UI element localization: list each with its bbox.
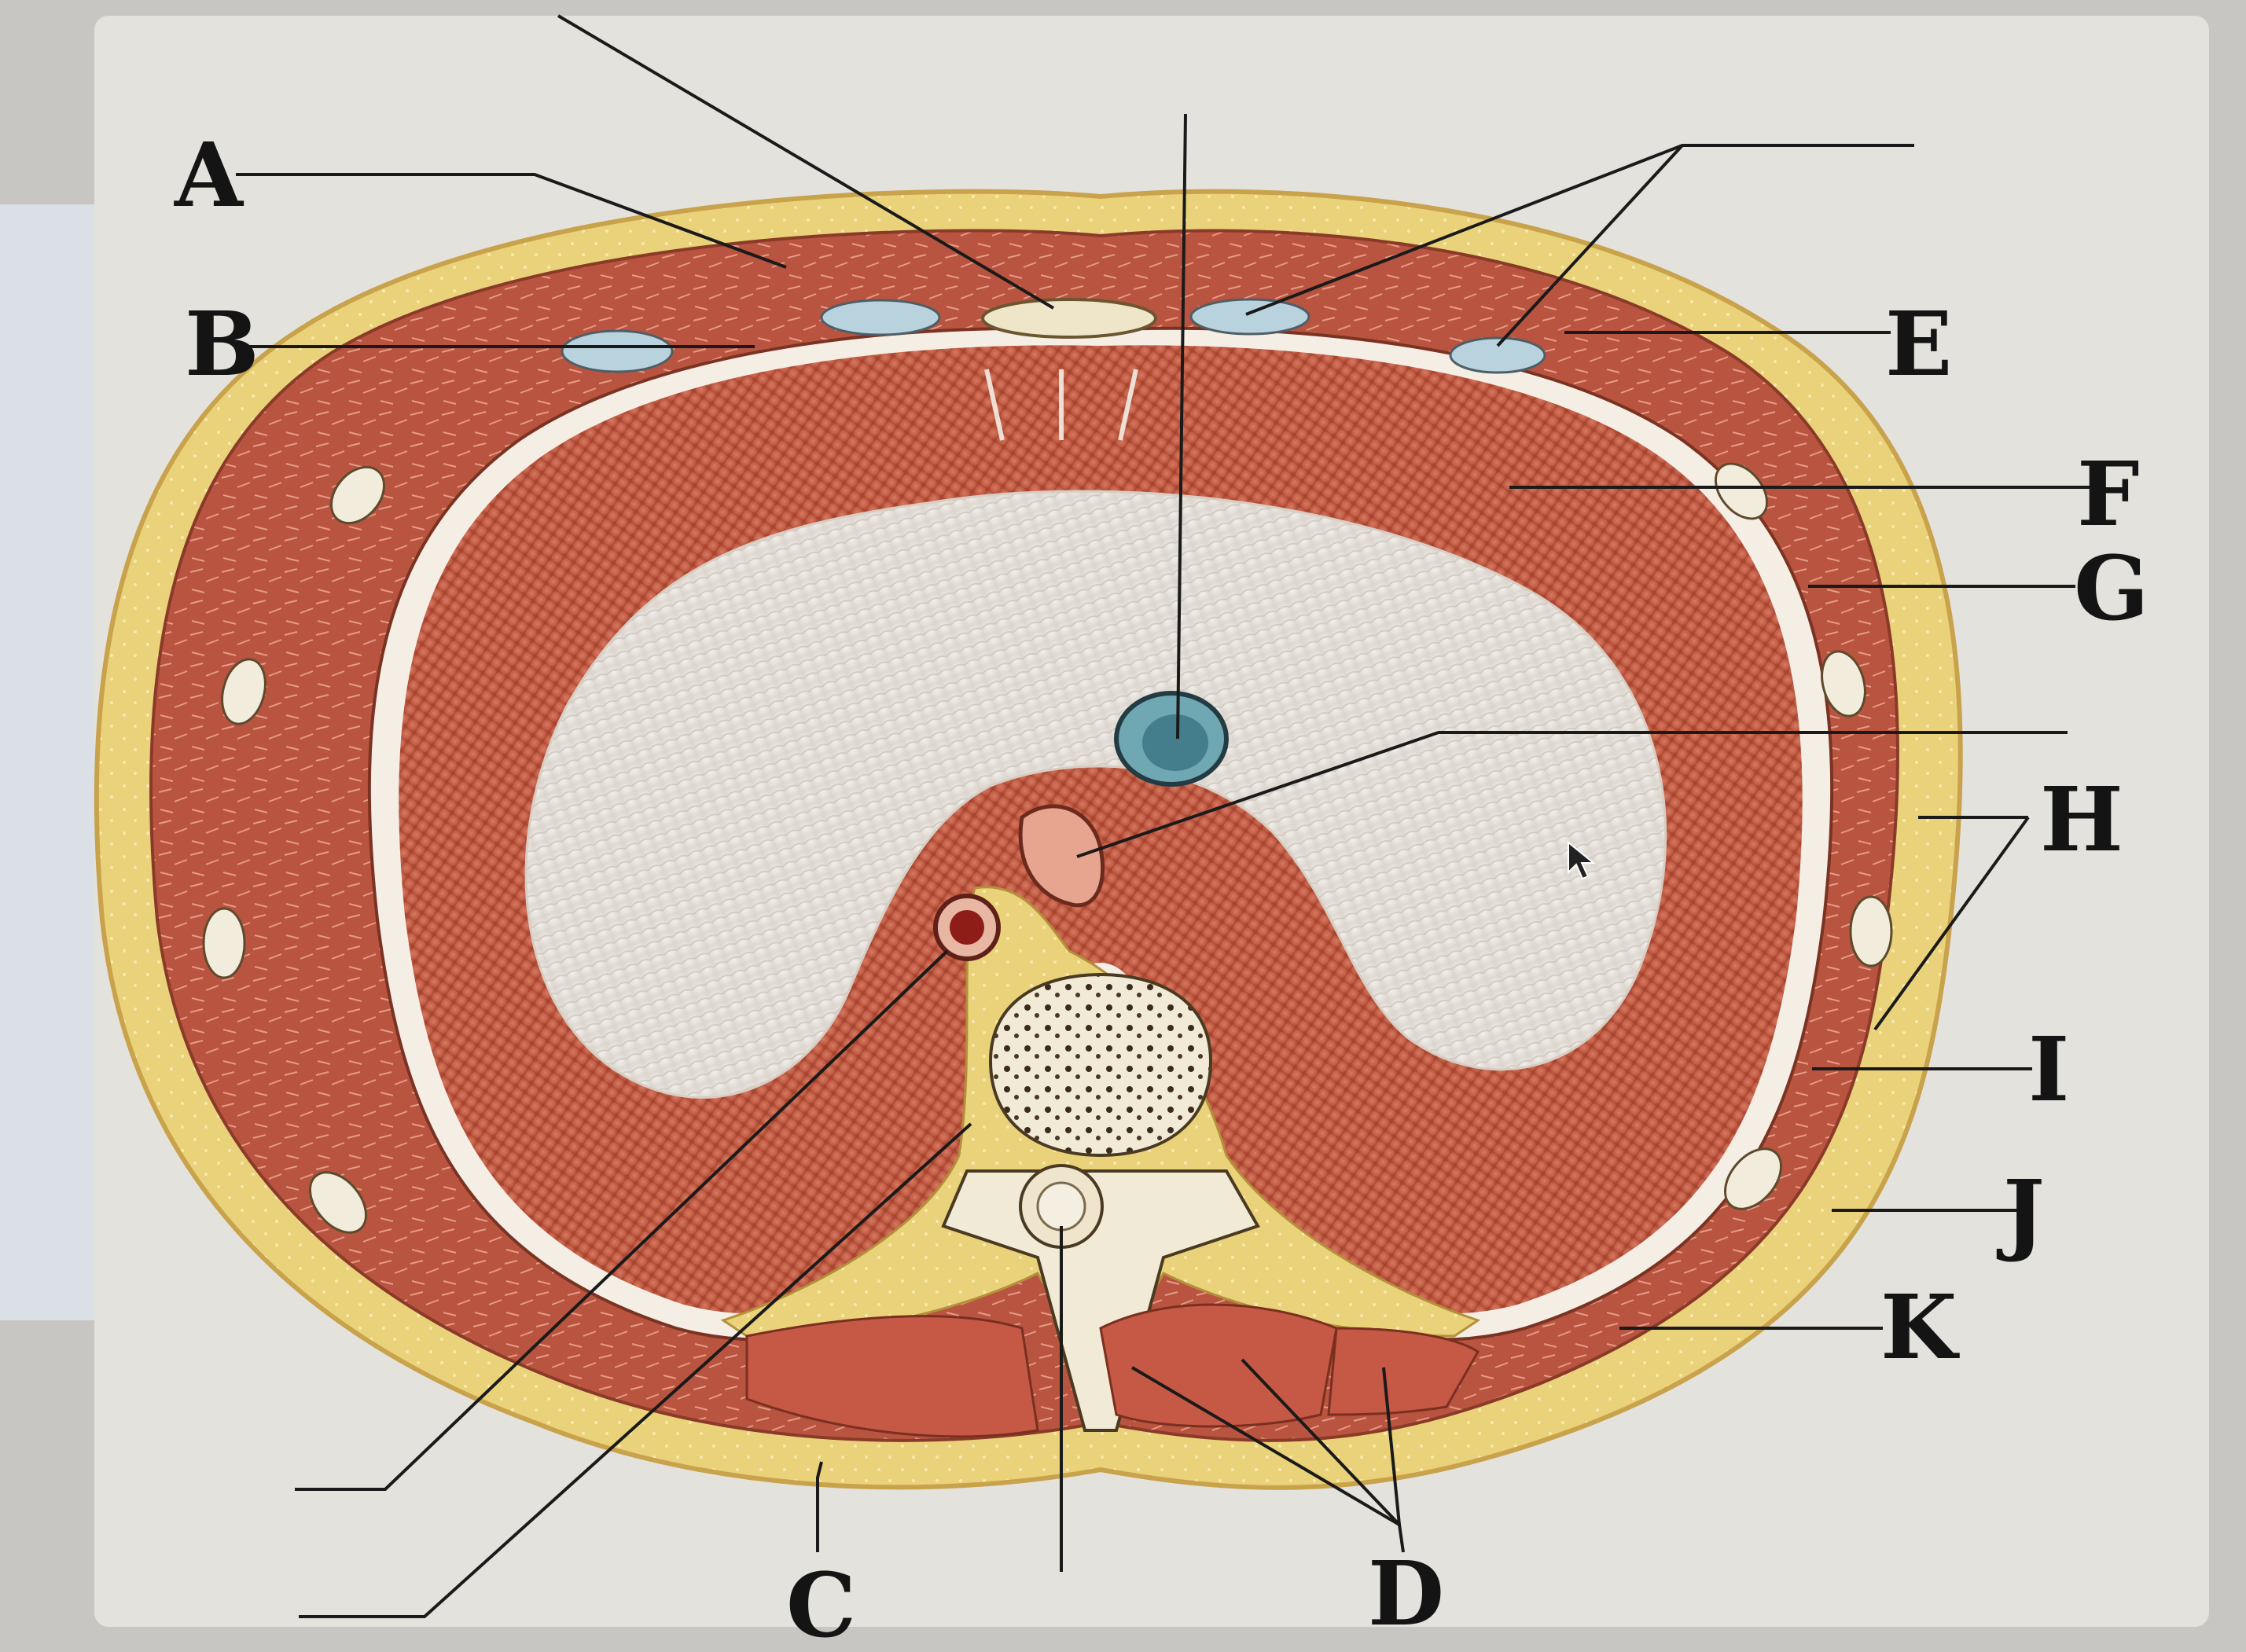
- costal-cartilage-left-2: [561, 329, 674, 373]
- leader-D-3: [1382, 1367, 1401, 1525]
- costal-cartilage-right-2: [1449, 336, 1546, 374]
- esophageal-hiatus: [1018, 804, 1105, 908]
- leader-unlabeled-caval: [1176, 113, 1187, 740]
- vertebral-body: [988, 972, 1213, 1158]
- leader-A: [236, 173, 787, 269]
- label-F: F: [2077, 443, 2140, 546]
- spinal-cord: [1036, 1181, 1086, 1232]
- label-E: E: [1885, 293, 1952, 396]
- sternal-slip-3: [1118, 369, 1138, 441]
- back-muscle-left: [745, 1315, 1039, 1438]
- leader-H-2: [1873, 816, 2030, 1031]
- leader-D-2: [1241, 1358, 1401, 1526]
- costal-cartilages: [561, 298, 1546, 374]
- labels: A B C D E F G H I J K: [174, 124, 2149, 1652]
- mouse-cursor-icon: [1568, 840, 1596, 880]
- label-K: K: [1880, 1276, 1960, 1379]
- label-D: D: [1368, 1543, 1444, 1646]
- leader-unlabeled-cartilages: [1245, 144, 1914, 347]
- back-muscle-right-2: [1327, 1327, 1480, 1416]
- label-G: G: [2074, 538, 2149, 641]
- leader-unlabeled-vertebra: [299, 1122, 972, 1618]
- rib-left-3: [202, 907, 246, 979]
- leader-unlabeled-sternum: [557, 14, 1055, 310]
- leader-lines: [236, 14, 2091, 1618]
- rib-left-1: [330, 465, 385, 525]
- rib-left-2: [221, 658, 267, 725]
- label-A: A: [174, 124, 244, 227]
- rib-right-1: [1714, 462, 1769, 520]
- aorta-lumen: [950, 910, 984, 945]
- leader-unlabeled-aorta: [295, 949, 949, 1491]
- label-C: C: [786, 1555, 856, 1652]
- sternum: [981, 298, 1157, 339]
- sternal-slips: [984, 369, 1138, 441]
- vertebral-arch: [941, 1169, 1260, 1432]
- rib-right-2: [1821, 650, 1866, 718]
- caval-foramen-lumen: [1142, 714, 1208, 771]
- label-H: H: [2040, 769, 2123, 872]
- label-J: J: [1996, 1162, 2045, 1265]
- leader-unlabeled-esophagus: [1076, 731, 2068, 858]
- back-muscle-right-1: [1099, 1303, 1338, 1428]
- rib-right-3: [1849, 895, 1893, 967]
- rib-sections: [202, 462, 1893, 1234]
- sternal-slip-1: [984, 369, 1005, 441]
- leader-C: [816, 1461, 823, 1552]
- rib-left-4: [309, 1171, 367, 1234]
- rib-right-4: [1724, 1147, 1782, 1210]
- label-I: I: [2028, 1019, 2069, 1122]
- costal-cartilage-right-1: [1189, 298, 1310, 336]
- label-B: B: [185, 293, 259, 396]
- costal-cartilage-left-1: [820, 299, 941, 336]
